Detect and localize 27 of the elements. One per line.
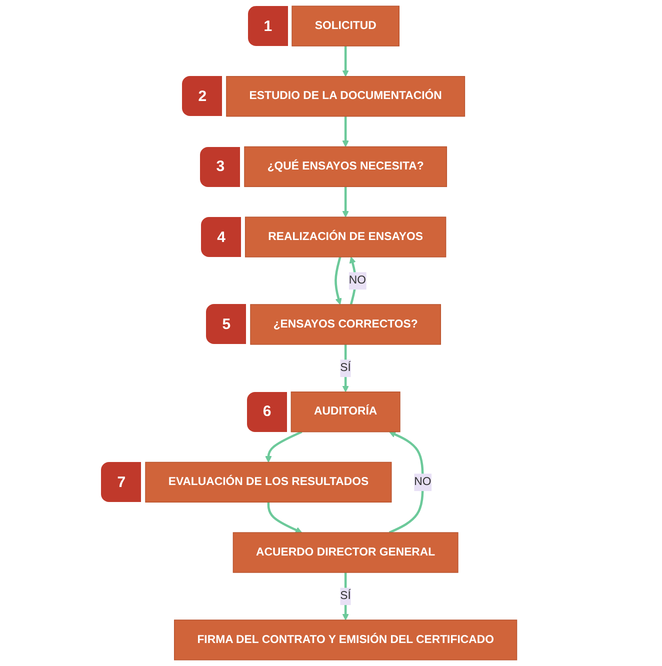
edge-label: NO xyxy=(414,475,432,488)
node-box: REALIZACIÓN DE ENSAYOS xyxy=(244,216,446,258)
edge-label: SÍ xyxy=(340,589,351,602)
arrow xyxy=(342,46,349,77)
step-number-badge: 3 xyxy=(200,146,240,187)
node-box: ACUERDO DIRECTOR GENERAL xyxy=(232,532,458,573)
arrow xyxy=(388,431,424,534)
node-box: EVALUACIÓN DE LOS RESULTADOS xyxy=(145,462,392,503)
node-box: ¿QUÉ ENSAYOS NECESITA? xyxy=(244,146,447,188)
node-box: ESTUDIO DE LA DOCUMENTACIÓN xyxy=(226,76,465,117)
step-number-badge: 6 xyxy=(247,392,288,432)
edge-label: SÍ xyxy=(340,361,351,374)
step-number-badge: 4 xyxy=(201,217,242,257)
edge-label: NO xyxy=(348,274,366,287)
arrow xyxy=(267,502,302,534)
arrow xyxy=(264,430,302,463)
arrow xyxy=(334,256,342,305)
step-number-badge: 5 xyxy=(206,304,246,344)
step-number-badge: 7 xyxy=(101,462,142,502)
node-box: AUDITORÍA xyxy=(290,392,400,432)
arrow xyxy=(342,116,349,148)
step-number-badge: 2 xyxy=(182,76,222,116)
node-box: SOLICITUD xyxy=(292,6,400,46)
step-number-badge: 1 xyxy=(248,6,288,46)
arrow xyxy=(342,186,349,218)
node-box: ¿ENSAYOS CORRECTOS? xyxy=(250,304,441,345)
node-box: FIRMA DEL CONTRATO Y EMISIÓN DEL CERTIFICADO xyxy=(174,620,517,660)
